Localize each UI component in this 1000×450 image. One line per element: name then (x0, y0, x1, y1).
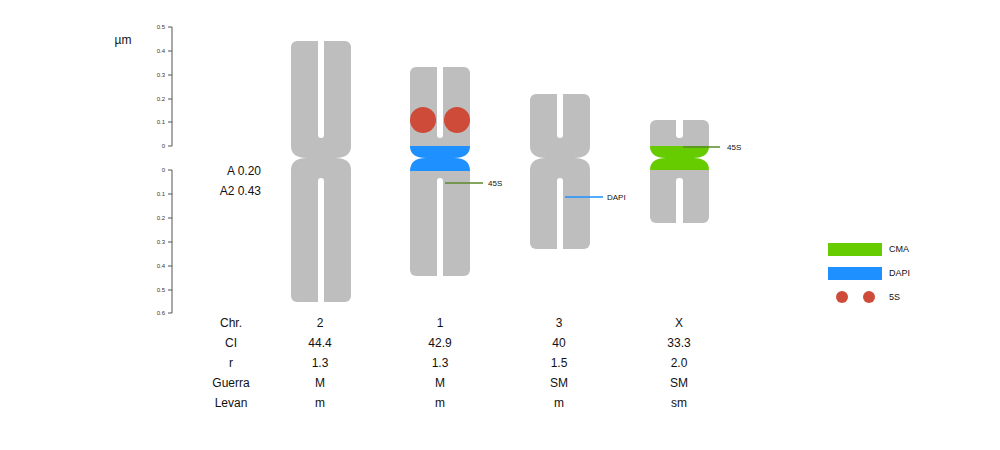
marker-label: 45S (488, 180, 502, 188)
axis-tick-label: 0.5 (157, 287, 165, 293)
index-value: A2 0.43 (220, 185, 261, 197)
axis-tick-label: 0.1 (157, 191, 165, 197)
legend-symbol (825, 289, 885, 305)
chromosome (530, 89, 603, 258)
legend-swatch (828, 267, 882, 280)
table-cell: M (315, 377, 325, 389)
table-cell: 2.0 (671, 357, 688, 369)
row-header: CI (225, 337, 237, 349)
axis-tick-label: 0.4 (157, 263, 165, 269)
table-cell: 1.3 (312, 357, 329, 369)
table-cell: X (675, 317, 683, 329)
chromosome (291, 36, 351, 310)
index-value: A 0.20 (227, 165, 261, 177)
table-cell: 42.9 (428, 337, 451, 349)
legend-text: 5S (889, 293, 900, 302)
table-cell: 1.3 (432, 357, 449, 369)
chromosome (650, 115, 720, 228)
axis-tick-label: 0 (162, 167, 165, 173)
table-cell: M (435, 377, 445, 389)
table-cell: SM (550, 377, 568, 389)
row-header: r (229, 357, 233, 369)
table-cell: 2 (317, 317, 324, 329)
marker-label: 45S (727, 144, 741, 152)
axis-tick-label: 0.3 (157, 72, 165, 78)
axis-tick-label: 0.6 (157, 310, 165, 316)
row-header: Chr. (220, 317, 242, 329)
axis (168, 27, 172, 313)
chromosome (410, 62, 483, 288)
table-cell: m (435, 397, 445, 409)
legend-text: DAPI (889, 269, 910, 278)
axis-tick-label: 0.2 (157, 96, 165, 102)
table-cell: 44.4 (308, 337, 331, 349)
table-cell: sm (671, 397, 687, 409)
marker-label: DAPI (607, 194, 626, 202)
table-cell: SM (670, 377, 688, 389)
legend-swatch (828, 243, 882, 256)
row-header: Levan (215, 397, 248, 409)
axis-tick-label: 0.1 (157, 119, 165, 125)
axis-tick-label: 0 (162, 143, 165, 149)
axis-tick-label: 0.3 (157, 239, 165, 245)
table-cell: 40 (552, 337, 565, 349)
axis-tick-label: 0.2 (157, 215, 165, 221)
row-header: Guerra (212, 377, 249, 389)
unit-label: µm (115, 34, 132, 46)
axis-tick-label: 0.5 (157, 24, 165, 30)
table-cell: m (554, 397, 564, 409)
axis-tick-label: 0.4 (157, 48, 165, 54)
table-cell: 1 (437, 317, 444, 329)
table-cell: m (315, 397, 325, 409)
legend-text: CMA (889, 245, 909, 254)
table-cell: 33.3 (667, 337, 690, 349)
table-cell: 1.5 (551, 357, 568, 369)
table-cell: 3 (556, 317, 563, 329)
